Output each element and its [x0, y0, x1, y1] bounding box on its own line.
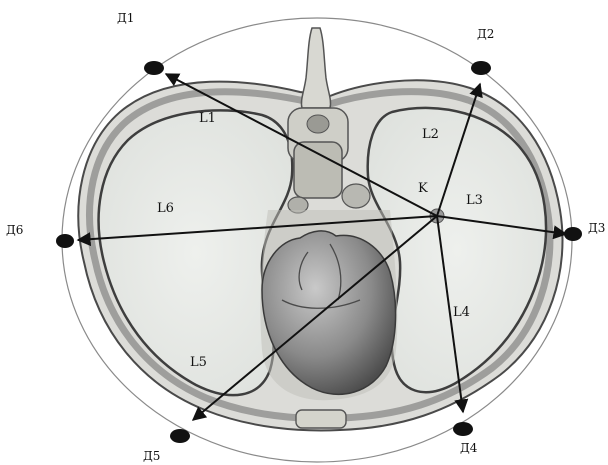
label-l3: L3 [466, 193, 483, 208]
detector-d4 [453, 422, 473, 436]
label-d4: Д4 [460, 441, 478, 455]
label-l6: L6 [157, 201, 174, 216]
spinal-canal [307, 115, 329, 133]
detector-d6 [56, 234, 74, 248]
detector-d5 [170, 429, 190, 443]
detector-d1 [144, 61, 164, 75]
spinous-process [301, 28, 330, 108]
label-d1: Д1 [117, 11, 134, 25]
label-l1: L1 [199, 111, 216, 126]
label-d3: Д3 [588, 221, 605, 235]
label-l5: L5 [190, 355, 207, 370]
sternum [296, 410, 346, 428]
aorta [342, 184, 370, 208]
label-source: K [418, 181, 428, 196]
vertebral-body [294, 142, 342, 198]
label-d5: Д5 [143, 449, 160, 463]
label-l2: L2 [422, 127, 439, 142]
label-d6: Д6 [6, 223, 23, 237]
label-d2: Д2 [477, 27, 494, 41]
detector-d2 [471, 61, 491, 75]
label-l4: L4 [453, 305, 470, 320]
detector-d3 [564, 227, 582, 241]
